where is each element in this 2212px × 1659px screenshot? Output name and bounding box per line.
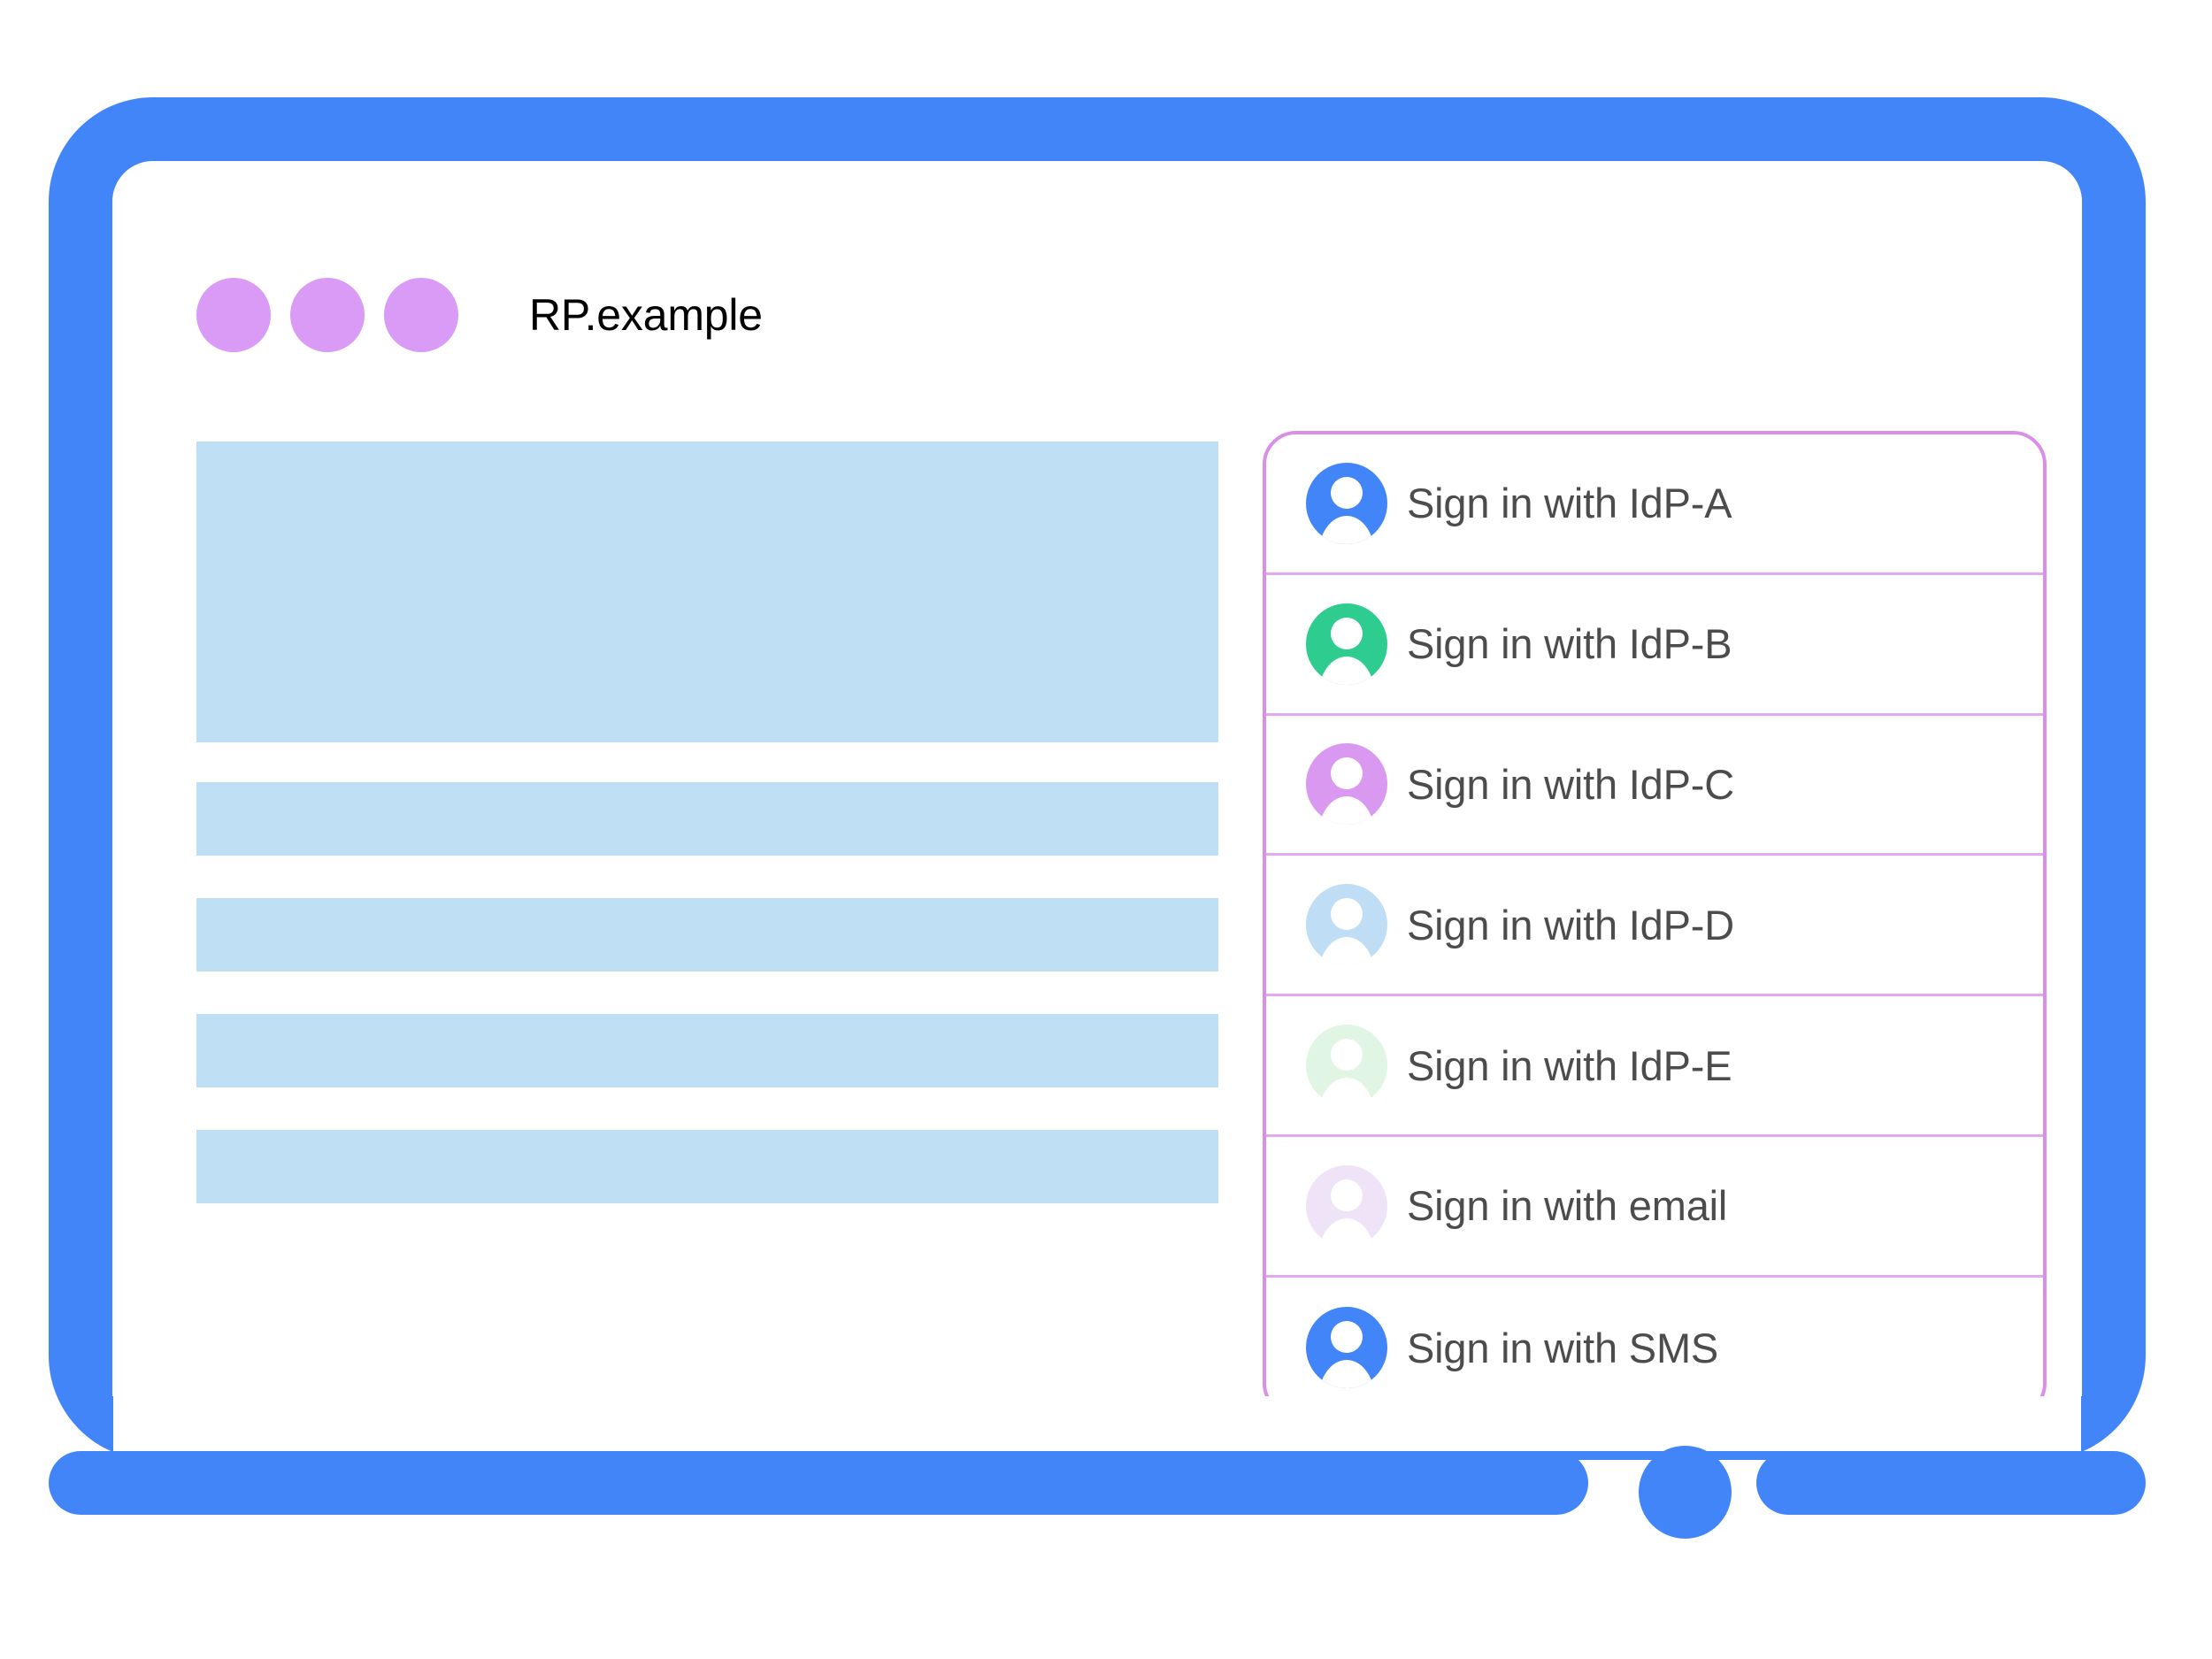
person-avatar-icon	[1306, 462, 1387, 544]
content-placeholder-column	[196, 442, 1218, 1203]
content-placeholder-bar-4	[196, 1130, 1218, 1203]
signin-option-label: Sign in with SMS	[1407, 1324, 1719, 1371]
signin-option-label: Sign in with email	[1407, 1182, 1728, 1230]
device-bezel-bar-left	[49, 1451, 1588, 1515]
person-avatar-icon	[1306, 1025, 1387, 1107]
browser-window: RP.example Sign in with IdP-A Sign in wi…	[112, 161, 2082, 1396]
signin-option-email[interactable]: Sign in with email	[1266, 1136, 2043, 1278]
content-placeholder-bar-3	[196, 1014, 1218, 1087]
signin-option-label: Sign in with IdP-B	[1407, 620, 1732, 668]
device-bezel-bar-right	[1756, 1451, 2146, 1515]
signin-option-label: Sign in with IdP-C	[1407, 760, 1734, 808]
signin-option-label: Sign in with IdP-A	[1407, 480, 1732, 527]
window-dot-1[interactable]	[196, 278, 271, 352]
window-dot-2[interactable]	[290, 278, 365, 352]
home-button[interactable]	[1639, 1446, 1732, 1539]
signin-option-idp-a[interactable]: Sign in with IdP-A	[1266, 434, 2043, 575]
window-titlebar: RP.example	[196, 278, 763, 352]
signin-option-label: Sign in with IdP-D	[1407, 901, 1734, 949]
content-placeholder-bar-1	[196, 782, 1218, 856]
person-avatar-icon	[1306, 1307, 1387, 1389]
person-avatar-icon	[1306, 884, 1387, 966]
content-placeholder-hero	[196, 442, 1218, 742]
window-dot-3[interactable]	[384, 278, 458, 352]
person-avatar-icon	[1306, 603, 1387, 685]
signin-option-idp-b[interactable]: Sign in with IdP-B	[1266, 574, 2043, 716]
signin-option-idp-e[interactable]: Sign in with IdP-E	[1266, 996, 2043, 1137]
signin-provider-panel: Sign in with IdP-A Sign in with IdP-B Si…	[1263, 431, 2047, 1396]
signin-option-label: Sign in with IdP-E	[1407, 1041, 1732, 1089]
person-avatar-icon	[1306, 743, 1387, 826]
content-placeholder-bar-2	[196, 898, 1218, 972]
signin-option-idp-d[interactable]: Sign in with IdP-D	[1266, 856, 2043, 997]
signin-option-idp-c[interactable]: Sign in with IdP-C	[1266, 715, 2043, 856]
signin-option-sms[interactable]: Sign in with SMS	[1266, 1277, 2043, 1396]
person-avatar-icon	[1306, 1164, 1387, 1247]
page-title: RP.example	[529, 290, 763, 340]
bezel-mask	[113, 1396, 2081, 1451]
